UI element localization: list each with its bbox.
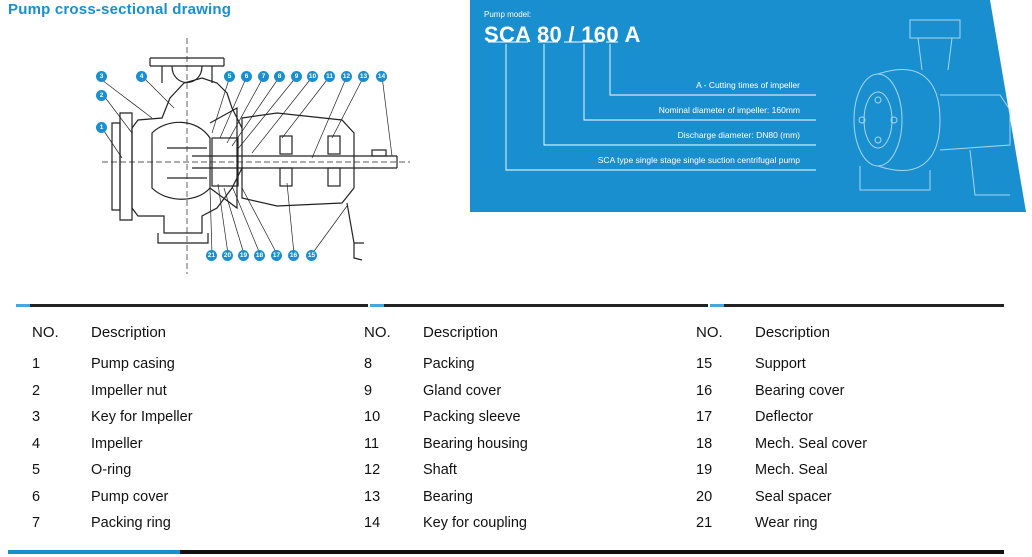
table-top-rule-3: [710, 304, 1004, 307]
part-number: 4: [32, 435, 41, 452]
callout-badge: 16: [288, 250, 299, 261]
callout-badge: 5: [224, 71, 235, 82]
model-line-impeller-cutting: A - Cutting times of impeller: [696, 80, 800, 90]
model-panel-background: [470, 0, 1026, 212]
header-description-1: Description: [91, 323, 167, 341]
part-description: Bearing cover: [755, 382, 845, 399]
part-description: O-ring: [91, 462, 132, 479]
part-number: 5: [32, 462, 41, 479]
part-description: Packing: [423, 356, 475, 373]
callout-badge: 17: [271, 250, 282, 261]
part-description: Support: [755, 356, 806, 373]
callout-badge: 20: [222, 250, 233, 261]
parts-table-body: 1 Pump casing 8 Packing 15 Support 2 Impeller n…: [8, 351, 1004, 537]
part-description: Packing ring: [91, 515, 171, 532]
header-description-3: Description: [755, 323, 831, 341]
table-row: 6 Pump cover 13 Bearing 20 Seal spacer: [8, 484, 1004, 511]
callout-badge: 2: [96, 90, 107, 101]
part-number: 11: [364, 435, 380, 452]
part-number: 18: [696, 435, 713, 452]
model-line-impeller-diameter: Nominal diameter of impeller: 160mm: [658, 105, 800, 115]
pump-model-code: SCA 80 / 160 A: [484, 22, 641, 47]
header-no-3: NO.: [696, 323, 723, 341]
header-no-1: NO.: [32, 323, 59, 341]
callout-badge: 19: [238, 250, 249, 261]
part-number: 19: [696, 462, 713, 479]
part-number: 9: [364, 382, 373, 399]
part-description: Impeller: [91, 435, 143, 452]
callout-badge: 10: [307, 71, 318, 82]
table-row: 7 Packing ring 14 Key for coupling 21 Wear ri…: [8, 510, 1004, 537]
callout-badge: 3: [96, 71, 107, 82]
callout-badge: 21: [206, 250, 217, 261]
table-bottom-accent: [8, 550, 180, 554]
callout-badge: 12: [341, 71, 352, 82]
callout-badge: 9: [291, 71, 302, 82]
table-bottom-rule: [8, 550, 1004, 554]
callout-badge: 13: [358, 71, 369, 82]
part-description: Bearing housing: [423, 435, 528, 452]
pump-model-label: Pump model:: [484, 10, 532, 19]
header-no-2: NO.: [364, 323, 391, 341]
header-description-2: Description: [423, 323, 499, 341]
table-row: 5 O-ring 12 Shaft 19 Mech. Seal: [8, 457, 1004, 484]
part-number: 6: [32, 488, 41, 505]
part-number: 12: [364, 462, 381, 479]
part-description: Key for Impeller: [91, 409, 193, 426]
part-number: 13: [364, 488, 381, 505]
table-top-rule-2: [370, 304, 708, 307]
table-row: 3 Key for Impeller 10 Packing sleeve 17 Defle…: [8, 404, 1004, 431]
table-row: 2 Impeller nut 9 Gland cover 16 Bearing cover: [8, 378, 1004, 405]
part-description: Gland cover: [423, 382, 502, 399]
part-description: Packing sleeve: [423, 409, 521, 426]
part-description: Seal spacer: [755, 488, 832, 505]
part-number: 15: [696, 356, 713, 373]
callout-badge: 6: [241, 71, 252, 82]
callout-badge: 11: [324, 71, 335, 82]
part-number: 1: [32, 356, 41, 373]
part-number: 16: [696, 382, 713, 399]
part-number: 21: [696, 515, 713, 532]
part-number: 3: [32, 409, 41, 426]
pump-drawing-svg: [101, 38, 410, 274]
part-description: Key for coupling: [423, 515, 527, 532]
pump-model-panel: Pump model: SCA 80 / 160 A A - Cutting t…: [470, 0, 1026, 212]
callout-badge: 1: [96, 122, 107, 133]
callout-badge: 14: [376, 71, 387, 82]
table-top-rule-1: [16, 304, 368, 307]
table-header-row: NO. Description NO. Description NO. Desc…: [8, 317, 1004, 351]
part-number: 14: [364, 515, 381, 532]
part-description: Shaft: [423, 462, 457, 479]
part-description: Bearing: [423, 488, 473, 505]
part-number: 17: [696, 409, 713, 426]
callout-badge: 15: [306, 250, 317, 261]
part-number: 7: [32, 515, 41, 532]
part-number: 2: [32, 382, 41, 399]
parts-table: NO. Description NO. Description NO. Desc…: [8, 317, 1004, 537]
table-row: 1 Pump casing 8 Packing 15 Support: [8, 351, 1004, 378]
part-description: Pump cover: [91, 488, 169, 505]
part-description: Mech. Seal: [755, 462, 828, 479]
callout-badge: 4: [136, 71, 147, 82]
part-number: 20: [696, 488, 713, 505]
callout-badge: 7: [258, 71, 269, 82]
callout-badge: 18: [254, 250, 265, 261]
section-title: Pump cross-sectional drawing: [8, 1, 232, 18]
part-number: 8: [364, 356, 373, 373]
model-panel-svg: [470, 0, 1026, 212]
part-description: Deflector: [755, 409, 814, 426]
part-description: Pump casing: [91, 356, 175, 373]
part-description: Mech. Seal cover: [755, 435, 868, 452]
model-line-pump-type: SCA type single stage single suction cen…: [597, 155, 800, 165]
part-number: 10: [364, 409, 381, 426]
table-row: 4 Impeller 11 Bearing housing 18 Mech. Seal c…: [8, 431, 1004, 458]
callout-badge: 8: [274, 71, 285, 82]
model-line-discharge-diameter: Discharge diameter: DN80 (mm): [677, 130, 800, 140]
part-description: Impeller nut: [91, 382, 167, 399]
part-description: Wear ring: [755, 515, 818, 532]
